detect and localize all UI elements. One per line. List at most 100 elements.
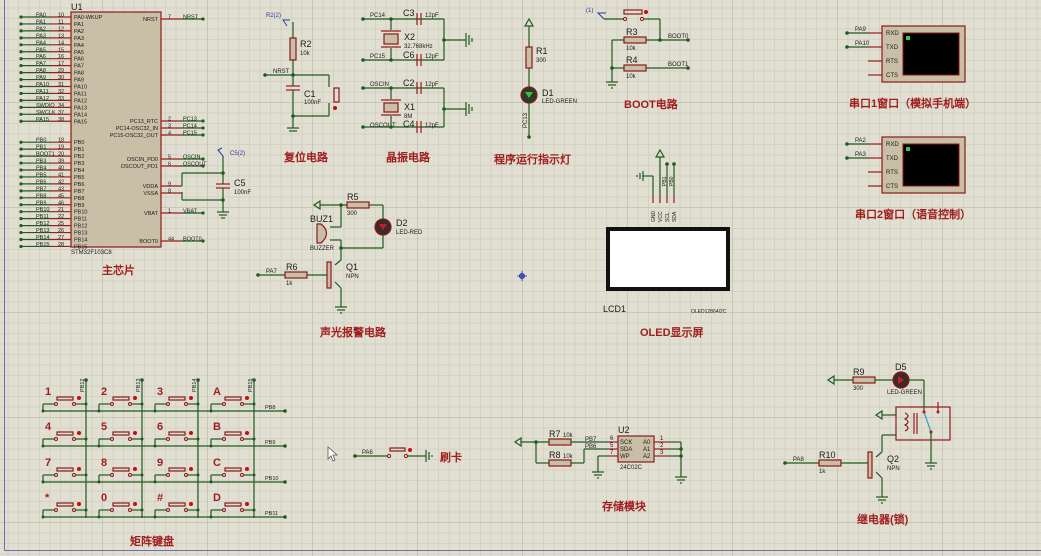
oled-module[interactable]: PB1 PB0 GND VCC SCL SDA LCD1 OLED12864I2… [603, 148, 730, 339]
relay-body[interactable] [895, 406, 951, 441]
reset-circuit[interactable]: R2(2) R2 10k NRST C1 100nF 复位电路 [263, 13, 340, 164]
mcu-pin-dot[interactable] [19, 168, 23, 172]
r9-resistor[interactable] [852, 376, 876, 384]
mcu-pin-dot[interactable] [19, 175, 23, 179]
mcu-pin-dot[interactable] [19, 147, 23, 151]
mcu-pin-dot[interactable] [19, 161, 23, 165]
r5-resistor[interactable] [346, 201, 370, 209]
card-switch[interactable]: PA6 刷卡 [353, 447, 462, 464]
keypad-key[interactable]: 3 [153, 386, 200, 413]
crystal-circuit[interactable]: PC14 PC15 X2 32.768kHz C3 12pF C6 12pF O… [361, 8, 473, 164]
oled-screen[interactable] [606, 227, 730, 291]
mcu-pin-dot[interactable] [19, 244, 23, 249]
reset-button[interactable] [333, 87, 340, 103]
mcu-pin-dot[interactable] [19, 98, 23, 102]
keypad-key[interactable]: 1 [41, 386, 88, 413]
boot-button[interactable] [623, 9, 643, 15]
mcu-pin-dot[interactable] [19, 140, 23, 144]
r1-resistor[interactable] [525, 46, 533, 69]
keypad-key[interactable]: 8 [97, 457, 144, 484]
alarm-circuit[interactable]: R5 300 D2 LED-RED BUZ1 BUZZER Q1 NPN PA7… [256, 192, 423, 339]
mcu-pin-dot[interactable] [19, 22, 23, 26]
r10-resistor[interactable] [818, 459, 842, 467]
mcu-pin-dot[interactable] [201, 157, 205, 161]
indicator-circuit[interactable]: R1 300 D1 LED-GREEN PC13 程序运行指示灯 [494, 17, 577, 166]
uart1-terminal[interactable]: PA9 PA10 RXD TXD RTS CTS 串口1窗口（模拟手机端） [845, 25, 976, 110]
mcu-pin-dot[interactable] [201, 119, 205, 123]
mcu-pin-dot[interactable] [19, 43, 23, 47]
mcu-pin-dot[interactable] [19, 217, 23, 221]
mcu-pin-dot[interactable] [19, 112, 23, 116]
mcu-pin-dot[interactable] [19, 84, 23, 89]
mcu-pin-name: PB1 [74, 147, 84, 153]
mcu-pin-dot[interactable] [19, 91, 23, 96]
mcu-pin-dot[interactable] [19, 105, 23, 109]
mcu-pin-dot[interactable] [19, 15, 23, 19]
keypad-key[interactable]: 6 [153, 421, 200, 448]
keypad-row-net: PB10 [265, 476, 278, 482]
buzzer[interactable] [316, 223, 328, 244]
r6-resistor[interactable] [284, 271, 308, 279]
q1-transistor[interactable] [326, 261, 332, 289]
keypad-key[interactable]: 5 [97, 421, 144, 448]
mcu-pin-dot[interactable] [19, 189, 23, 193]
mcu-pin-number: 20 [58, 152, 64, 158]
mcu-pin-dot[interactable] [19, 196, 23, 200]
mcu-pin-dot[interactable] [201, 164, 205, 168]
mcu-pin-dot[interactable] [19, 182, 23, 186]
relay-circuit[interactable]: R9 300 D5 LED-GREEN Q2 NPN PA8 R10 1k 继电… [783, 362, 951, 526]
mcu-pin-dot[interactable] [201, 133, 205, 137]
keypad-key[interactable]: 4 [41, 421, 88, 448]
keypad-key[interactable]: 7 [41, 457, 88, 484]
keypad-key[interactable]: D [209, 492, 256, 519]
mcu-pin-dot[interactable] [201, 211, 205, 215]
mcu-pin-dot[interactable] [19, 210, 23, 214]
mcu-pin-dot[interactable] [19, 230, 23, 235]
mcu-pin-dot[interactable] [19, 77, 23, 82]
eeprom-pin2: 2 [660, 443, 664, 449]
mcu-pin-dot[interactable] [201, 239, 205, 243]
mcu-pin-dot[interactable] [19, 29, 23, 33]
mcu-pin-dot[interactable] [19, 64, 23, 68]
keypad-key[interactable]: C [209, 457, 256, 484]
uart2-screen[interactable] [902, 143, 960, 187]
r7-resistor[interactable] [548, 438, 572, 446]
keypad-key[interactable]: A [209, 386, 256, 413]
mcu-pin-dot[interactable] [19, 57, 23, 61]
mcu-pin-dot[interactable] [19, 237, 23, 242]
r3-resistor[interactable] [623, 36, 647, 44]
uart2-terminal[interactable]: PA2 PA3 RXD TXD RTS CTS 串口2窗口（语音控制） [845, 136, 971, 221]
x2-net-b: PC15 [370, 54, 386, 60]
mcu-pin-dot[interactable] [19, 50, 23, 54]
x2-crystal[interactable] [383, 33, 399, 45]
mcu-pin-dot[interactable] [19, 71, 23, 75]
keypad-key[interactable]: 9 [153, 457, 200, 484]
mcu-pin-dot[interactable] [19, 154, 23, 158]
uart1-screen[interactable] [902, 32, 960, 76]
keypad-key[interactable]: B [209, 421, 256, 448]
card-button[interactable] [389, 447, 406, 452]
keypad-key[interactable]: * [41, 492, 88, 519]
mcu-net-label: PC13 [183, 117, 197, 123]
r8-resistor[interactable] [548, 459, 572, 467]
q2-transistor[interactable] [867, 451, 873, 479]
keypad-key[interactable]: # [153, 492, 200, 519]
r2-resistor[interactable] [289, 37, 297, 61]
mcu-pin-dot[interactable] [201, 126, 205, 130]
r4-resistor[interactable] [623, 64, 647, 72]
keypad-key[interactable]: 2 [97, 386, 144, 413]
mcu-pin-dot[interactable] [201, 17, 205, 21]
x1-crystal[interactable] [383, 102, 399, 113]
keypad-key[interactable]: 0 [97, 492, 144, 519]
mcu-pin-name: PA13 [74, 105, 87, 111]
mcu-body[interactable] [70, 11, 162, 248]
eeprom-module[interactable]: R7 10k R8 10k PB7 PB6 6 5 7 U2 SCK SDA W… [513, 425, 687, 513]
mcu-pin-dot[interactable] [19, 119, 23, 123]
mcu-pin-dot[interactable] [19, 203, 23, 207]
boot-circuit[interactable]: (1) R3 10k BOOT0 R4 10k BOOT1 BOOT电路 [586, 8, 690, 111]
mcu-pin-dot[interactable] [19, 36, 23, 40]
mcu-pin-dot[interactable] [19, 224, 23, 228]
